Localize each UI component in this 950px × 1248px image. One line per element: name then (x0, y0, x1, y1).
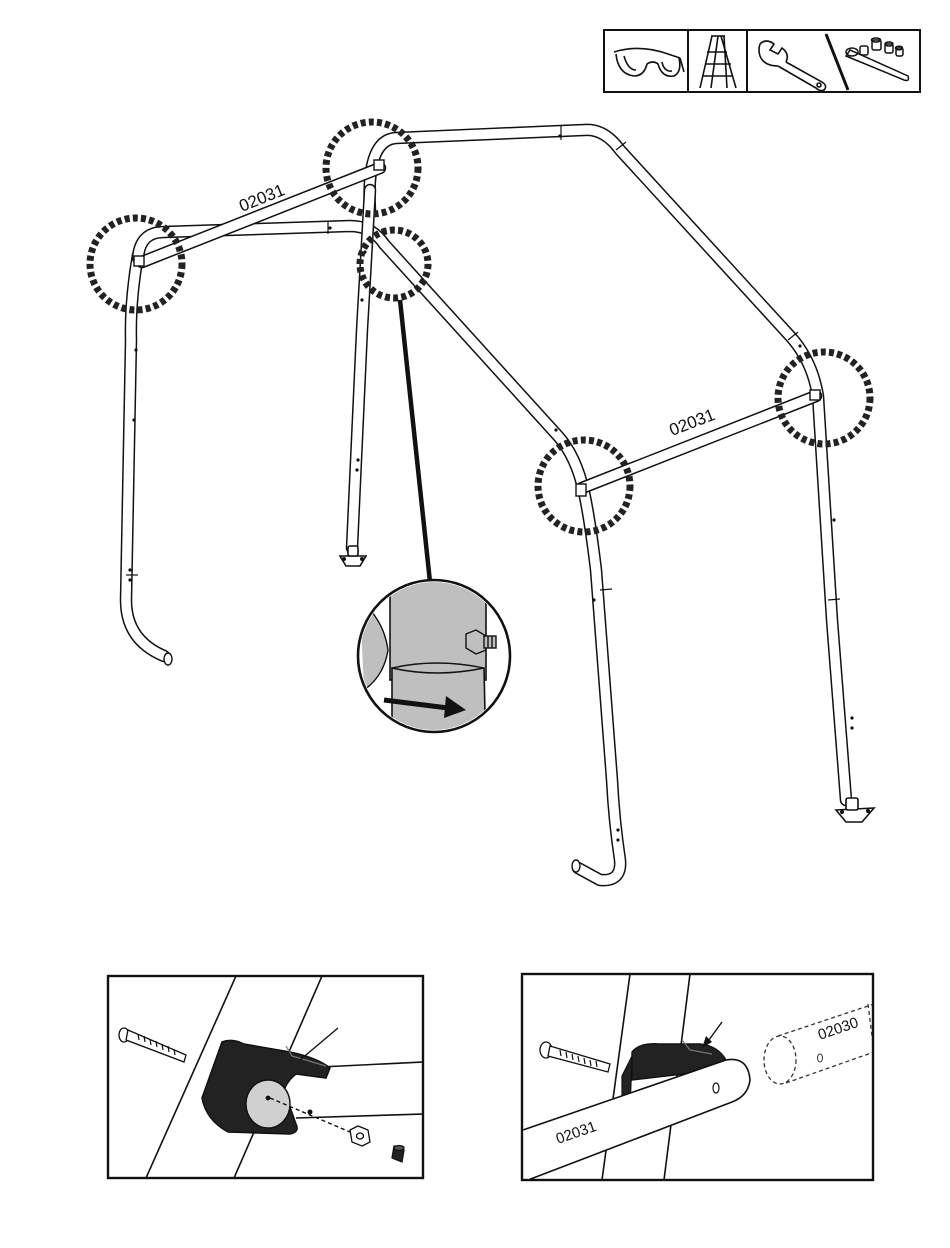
leg-front-left (126, 255, 172, 665)
zoom-leader-line (400, 300, 430, 582)
tools-required-panel (604, 30, 920, 92)
zoom-detail-bolt-insert (358, 560, 510, 760)
detail-panel-left (108, 976, 423, 1178)
canopy-frame (126, 126, 874, 880)
leg-back-left (352, 190, 370, 548)
nut-left (350, 1126, 370, 1146)
joint-highlight-circles (90, 122, 870, 532)
rail-front-left (138, 226, 620, 880)
detail-panel-right (522, 974, 874, 1180)
foot-plate-back-left (340, 546, 366, 566)
tube-seams (126, 126, 840, 600)
bolt-holes (128, 134, 853, 841)
corner-brackets (134, 160, 820, 496)
